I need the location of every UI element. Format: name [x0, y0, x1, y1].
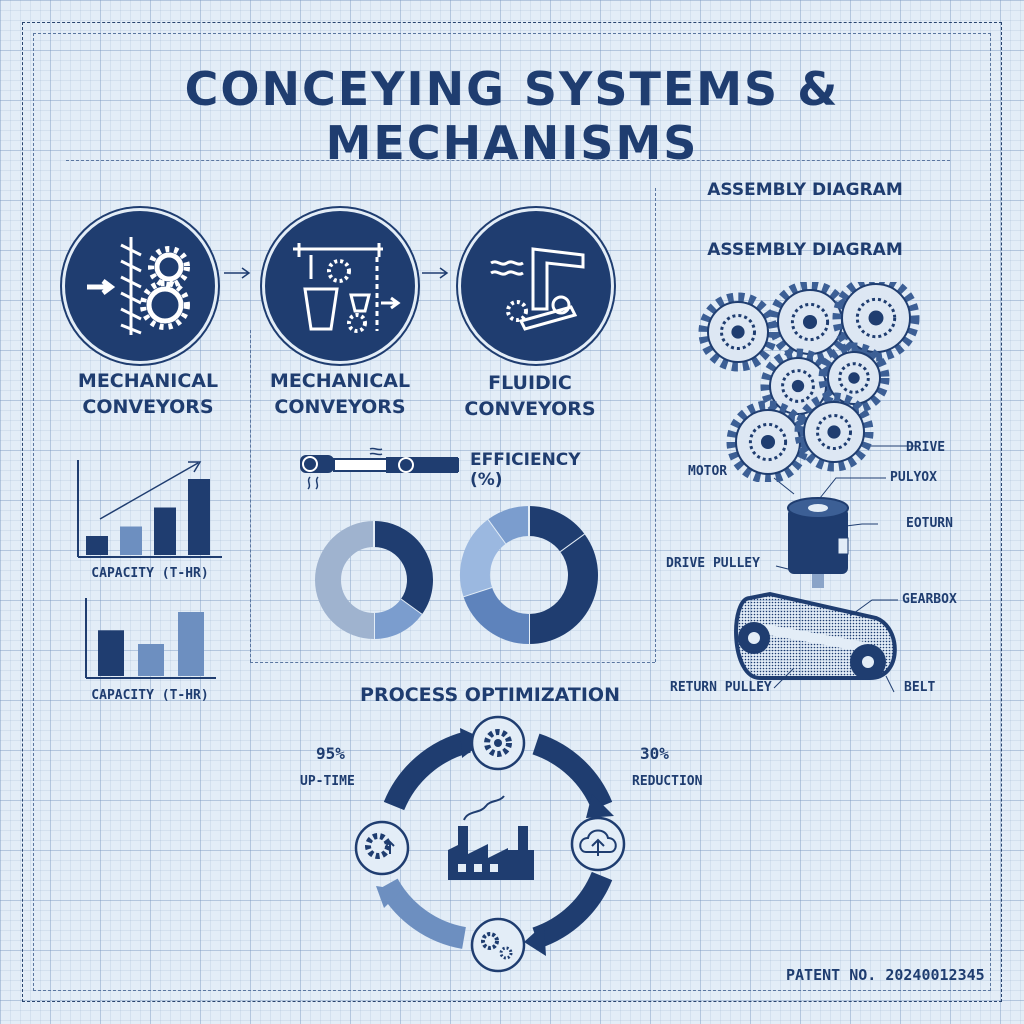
callout-belt: BELT: [904, 680, 936, 695]
outer-frame: [22, 22, 1002, 1002]
assembly-heading-1: ASSEMBLY DIAGRAM: [707, 180, 903, 200]
callout-return-pulley: RETURN PULLEY: [670, 680, 772, 695]
label-line-2: CONVEYORS: [274, 396, 406, 418]
label-line-2: CONVEYORS: [464, 398, 596, 420]
donut-slice: [373, 521, 433, 615]
bar: [86, 536, 108, 555]
conveyor-label-fluidic: FLUIDIC CONVEYORS: [430, 370, 630, 422]
bar: [154, 507, 176, 555]
callout-eoturn: EOTURN: [906, 516, 953, 531]
section-divider-right: [655, 188, 656, 662]
reduction-label: REDUCTION: [632, 774, 703, 789]
assembly-heading-2: ASSEMBLY DIAGRAM: [707, 240, 903, 260]
donut-slice: [528, 534, 598, 644]
capacity-bar-chart-2: [85, 598, 216, 679]
donut-slice: [528, 506, 585, 553]
capacity-label-1: CAPACITY (T-HR): [91, 566, 209, 581]
label-line-1: FLUIDIC: [488, 372, 572, 394]
donut-slice: [315, 521, 375, 639]
callout-gearbox: GEARBOX: [902, 592, 957, 607]
page-title: CONCEYING SYSTEMS & MECHANISMS: [184, 62, 840, 170]
callout-motor: MOTOR: [688, 464, 728, 479]
bar: [98, 630, 124, 676]
section-divider-left: [250, 330, 251, 662]
gear-cluster-icon: [698, 282, 920, 482]
inner-frame: [33, 33, 991, 991]
callout-drive: DRIVE: [906, 440, 946, 455]
callout-pulyox: PULYOX: [890, 470, 937, 485]
patent-number: PATENT NO. 20240012345: [786, 966, 985, 984]
label-line-2: CONVEYORS: [82, 396, 214, 418]
donut-slice: [463, 586, 530, 644]
bucket-elevator-icon: [262, 208, 418, 364]
title-divider: [66, 160, 950, 161]
donut-slice: [373, 598, 422, 639]
uptime-label: UP-TIME: [300, 774, 355, 789]
label-line-1: MECHANICAL: [269, 370, 411, 392]
efficiency-label: EFFICIENCY (%): [470, 450, 581, 490]
fluidic-pipe-icon: [458, 208, 614, 364]
arrow-right-icon: [422, 267, 449, 279]
donut-slice: [460, 519, 507, 597]
conveyor-label-mechanical-2: MECHANICAL CONVEYORS: [240, 368, 440, 420]
callout-drive-pulley: DRIVE PULLEY: [666, 556, 760, 571]
bar: [188, 479, 210, 555]
pipe-conveyor-icon: [300, 447, 459, 490]
reduction-value: 30%: [640, 744, 669, 763]
arrow-right-icon: [224, 267, 251, 279]
capacity-bar-chart-1: [77, 460, 222, 558]
screw-gear-icon: [62, 208, 218, 364]
bar: [120, 526, 142, 555]
assembly-diagram: [734, 445, 918, 693]
bar: [178, 612, 204, 676]
uptime-value: 95%: [316, 744, 345, 763]
capacity-label-2: CAPACITY (T-HR): [91, 688, 209, 703]
efficiency-donut-chart-2: [460, 506, 598, 644]
conveyor-label-mechanical-1: MECHANICAL CONVEYORS: [48, 368, 248, 420]
efficiency-donut-chart-1: [315, 521, 433, 639]
process-heading: PROCESS OPTIMIZATION: [360, 684, 620, 706]
process-cycle-diagram: [354, 715, 626, 973]
section-divider-bottom: [250, 662, 655, 663]
donut-slice: [488, 506, 530, 544]
label-line-1: MECHANICAL: [77, 370, 219, 392]
bar: [138, 644, 164, 676]
